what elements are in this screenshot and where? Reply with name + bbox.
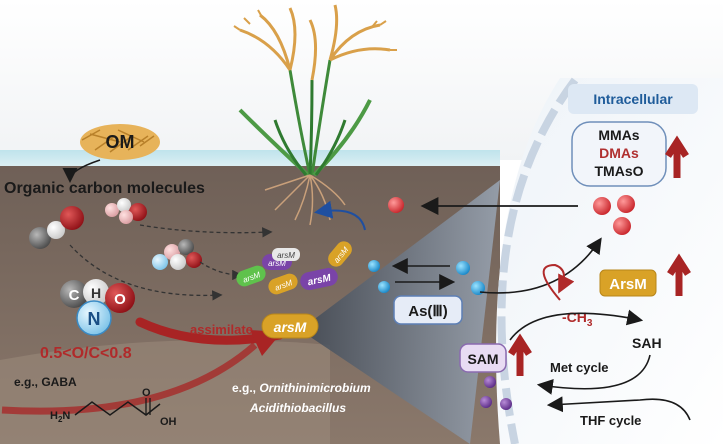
atom-n: N (88, 309, 101, 329)
arsm-enzyme-box (599, 269, 657, 297)
sam-particle-3 (500, 398, 512, 410)
sam-to-sah-arrow (509, 309, 644, 341)
arsm-gene-main (261, 313, 319, 339)
dashed-arrow-2 (139, 224, 273, 238)
as3-box (393, 295, 463, 325)
om-label: OM (106, 132, 135, 152)
atom-o: O (114, 291, 126, 308)
gaba-double-bond (145, 398, 151, 415)
gaba-o: O (142, 387, 151, 399)
sam-label: SAM (467, 351, 498, 367)
methylated-as-particle (388, 197, 404, 213)
arsm-gene-small-4: arsM (272, 248, 300, 261)
svg-text:arsM: arsM (277, 251, 295, 260)
ch3-transfer-arrow (542, 263, 575, 301)
increase-arrow-sam (508, 333, 532, 376)
assimilate-arrow-lower (1, 342, 258, 415)
molecule-cluster-2 (105, 198, 147, 224)
met-cycle-arrow (536, 354, 651, 395)
atom-cluster (60, 279, 135, 336)
methylation-arrow (479, 237, 602, 294)
microbe-example-1: e.g., Ornithinimicrobium (232, 381, 371, 395)
arsm-gene-small-5: arsM (300, 267, 338, 291)
svg-text:arsM: arsM (268, 259, 286, 268)
gaba-oh: OH (160, 416, 177, 428)
cell-membrane (497, 77, 579, 444)
water-layer (0, 150, 500, 168)
intracellular-box (568, 84, 698, 114)
om-hay-icon (80, 124, 160, 160)
arsm-gene-small-2: arsM (268, 273, 298, 295)
om-arrow (62, 159, 101, 183)
dashed-arrow-3 (199, 261, 243, 281)
methylated-particle-3 (613, 217, 631, 235)
mmas-label: MMAs (598, 127, 639, 143)
as3-particle-2 (378, 281, 390, 293)
molecule-cluster-1 (29, 206, 84, 249)
dmas-label: DMAs (599, 145, 639, 161)
thf-cycle-arrow (546, 396, 691, 421)
methylated-particle-1 (593, 197, 611, 215)
sam-particle-2 (480, 396, 492, 408)
tmaso-label: TMAsO (595, 163, 644, 179)
molecule-cluster-3 (152, 239, 202, 270)
dashed-arrow-1 (69, 244, 223, 301)
sah-label: SAH (632, 335, 662, 351)
sam-box (459, 343, 507, 373)
ratio-label: 0.5<O/C<0.8 (40, 345, 132, 362)
methylated-particle-2 (617, 195, 635, 213)
increase-arrow-arsm (667, 253, 691, 296)
met-cycle-label: Met cycle (550, 360, 609, 375)
atom-h: H (91, 285, 101, 301)
microbe-example-2: Acidithiobacillus (249, 401, 346, 415)
gaba-h2n: H2N (50, 410, 70, 424)
increase-arrow-methylated (665, 135, 689, 178)
arsm-gene-small-1: arsM (236, 265, 266, 287)
arsm-main-label: arsM (274, 319, 307, 335)
rice-plant-icon (233, 4, 397, 226)
intracellular-label: Intracellular (593, 91, 673, 107)
thf-cycle-label: THF cycle (580, 413, 641, 428)
as3-particle-1 (368, 260, 380, 272)
gaba-example-label: e.g., GABA (14, 375, 77, 389)
as3-label: As(Ⅲ) (408, 303, 448, 320)
organic-carbon-label: Organic carbon molecules (4, 180, 205, 197)
gaba-structure (74, 401, 161, 416)
assimilate-label: assimilate (190, 322, 253, 337)
atom-c: C (69, 287, 80, 304)
blue-arrow-to-plant (314, 200, 366, 231)
svg-text:arsM: arsM (307, 273, 333, 289)
sam-particle-1 (484, 376, 496, 388)
arsm-enzyme-label: ArsM (609, 276, 647, 293)
intracellular-as3-1 (456, 261, 470, 275)
